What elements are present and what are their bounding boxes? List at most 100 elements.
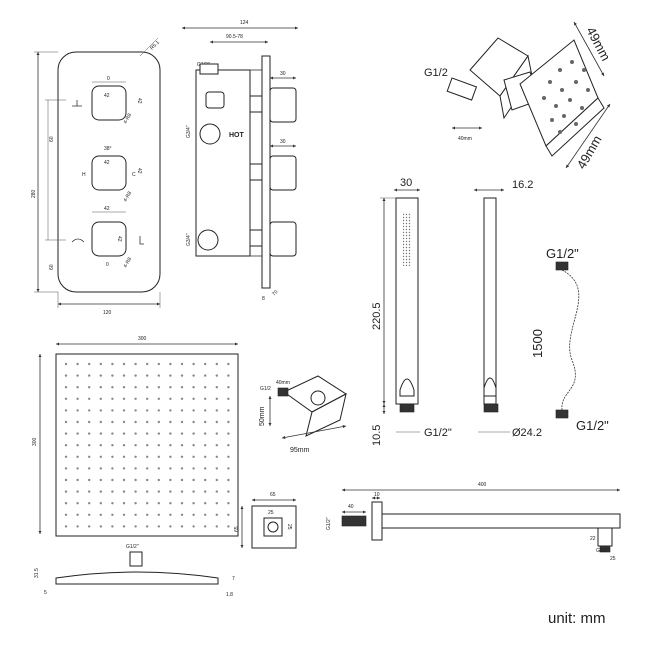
nozzle-dot [99,420,103,424]
valve-outlet-1-label: G3/4" [186,125,192,138]
nozzle-dot [99,409,103,412]
nozzle-dot [215,432,218,435]
handset-width-label: 30 [400,177,412,189]
nozzle-dot [76,409,79,412]
nozzle-dot [88,409,91,412]
nozzle-dot [134,362,137,366]
nozzle-dot [180,502,184,505]
nozzle-dot [227,513,230,516]
nozzle-dot [76,362,79,366]
nozzle-dot [64,409,68,412]
nozzle-dot [227,397,230,400]
nozzle-dot [192,444,195,447]
nozzle-dot [146,432,149,435]
nozzle-dot [192,502,195,505]
nozzle-dot [204,374,207,377]
plate-thickness-label: 8 [262,296,265,302]
nozzle-dot [146,455,149,458]
nozzle-dot [180,374,184,377]
nozzle-dot [192,513,195,516]
nozzle-dot [99,513,103,516]
nozzle-dot [204,420,207,424]
nozzle-dot [122,490,126,493]
hose-body [561,269,580,411]
nozzle-dot [180,490,184,493]
nozzle-dot [180,478,184,482]
nozzle-dot [146,467,149,470]
top-knob-width-label: 42 [104,93,110,99]
nozzle-dot [180,397,184,400]
nozzle-dot [192,455,195,458]
hose-bottom-nut [555,409,569,419]
nozzle-dot [76,432,79,435]
elbow-outlet-hole [267,521,279,533]
arm-tip-w-label: 25 [610,556,616,562]
handset-diameter-label: Ø24.2 [512,427,542,439]
nozzle-dot [111,420,114,424]
valve-cold-letter: C [132,172,136,178]
head-width-label: 300 [138,336,147,342]
nozzle-dot [64,490,68,493]
nozzle-dot [204,467,207,470]
nozzle-dot [134,409,137,412]
valve-stem-3 [249,229,263,247]
valve-mounting-plate [261,55,271,289]
nozzle-dot [180,432,184,435]
handset-thread-label: G1/2" [424,427,452,439]
nozzle-dot [204,455,207,458]
valve-knob-middle [91,155,127,191]
nozzle-dot [227,490,230,493]
hose-top-nut [555,261,569,271]
nozzle-dot [99,362,103,366]
top-knob-corner-label: 4-R8 [123,112,134,125]
nozzle-dot [169,455,172,458]
nozzle-dot [204,525,207,528]
nozzle-dot [180,362,184,366]
nozzle-dot [111,490,114,493]
nozzle-dot [169,478,172,482]
arm-flange-label: 10 [374,492,380,498]
valve-top-label: 0 [107,76,110,82]
nozzle-dot [122,478,126,482]
nozzle-dot [157,490,160,493]
nozzle-dot [122,432,126,435]
nozzle-dot [192,525,195,528]
head-side-a-label: 31.5 [34,568,40,578]
head-side-b-label: 5 [44,590,47,596]
bracket-pipe [277,387,289,397]
rain-head-nozzles [64,362,230,528]
handset-views: 30 220.5 10.5 G1/2" 16.2 Ø24.2 [371,177,542,446]
nozzle-dot [111,525,114,528]
nozzle-dot [88,502,91,505]
nozzle-dot [215,386,218,389]
handset-grip [399,378,415,397]
arm-tip-h-label: 22 [590,536,596,542]
nozzle-dot [157,513,160,516]
nozzle-dot [122,397,126,400]
arm-block-height-label: 49mm [583,24,613,63]
rain-head-side-view: G1/2" 31.5 5 7 1.8 [34,544,235,598]
nozzle-dot [64,374,68,377]
valve-knob-profile-1 [269,87,297,123]
nozzle-dot [134,467,137,470]
nozzle-dot [157,455,160,458]
nozzle-dot [227,455,230,458]
nozzle-dot [227,432,230,435]
mid-knob-corner-label: 4-R8 [123,190,134,203]
nozzle-dot [99,502,103,505]
hose-view: G1/2" 1500 G1/2" [530,246,609,433]
nozzle-dot [146,513,149,516]
nozzle-dot [88,432,91,435]
nozzle-dot [215,478,218,482]
nozzle-dot [122,409,126,412]
nozzle-dot [111,467,114,470]
nozzle-dot [180,444,184,447]
arm-collar-label: 40 [348,504,354,510]
nozzle-dot [157,362,160,366]
arm-tube [381,513,621,529]
nozzle-dot [134,513,137,516]
nozzle-dot [146,362,149,366]
bot-knob-width-label: 42 [104,206,110,212]
nozzle-dot [122,420,126,424]
